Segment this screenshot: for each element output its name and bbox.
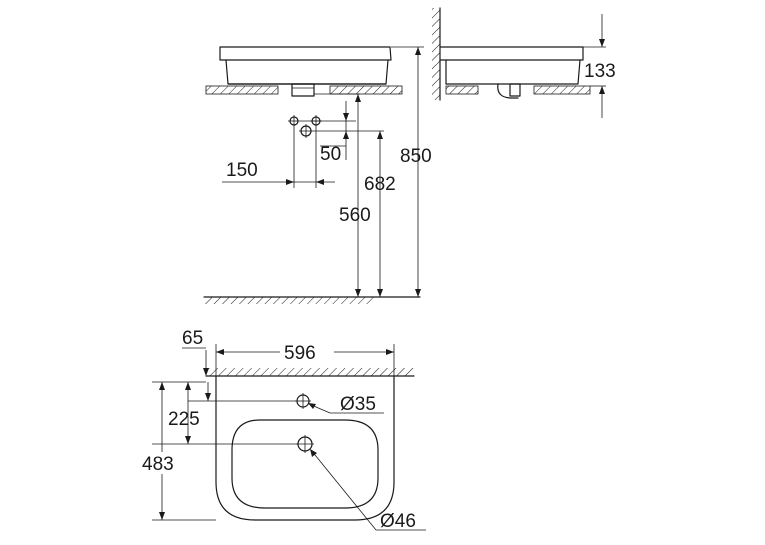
dimension-50-label: 50: [320, 144, 341, 165]
dimension-50: 50: [320, 101, 349, 165]
dimension-225-label: 225: [168, 409, 200, 430]
dimension-65: 65: [182, 328, 209, 376]
dimension-65-label: 65: [182, 328, 203, 349]
dimension-150: 150: [222, 160, 335, 185]
dimension-dia35-label: Ø35: [340, 394, 376, 415]
dimension-850-label: 850: [400, 146, 432, 167]
dimension-596-label: 596: [284, 343, 316, 364]
dimension-560-label: 560: [339, 205, 371, 226]
front-elevation-view: [203, 46, 424, 304]
dimension-682: 682: [364, 131, 396, 297]
dimension-483-label: 483: [142, 454, 174, 475]
plan-view: [152, 368, 415, 521]
dimension-dia46-label: Ø46: [380, 511, 416, 532]
dimension-dia46: Ø46: [310, 449, 426, 532]
dimension-150-label: 150: [226, 160, 258, 181]
side-elevation-view: [432, 7, 606, 101]
dimension-596: 596: [215, 340, 395, 376]
dimension-133-label: 133: [584, 61, 616, 82]
dimension-560: 560: [339, 94, 371, 297]
dimension-850: 850: [400, 47, 432, 297]
dimension-133: 133: [584, 14, 616, 118]
dimension-483: 483: [140, 382, 184, 520]
dimension-dia35: Ø35: [308, 394, 384, 415]
dimension-225: 225: [168, 382, 211, 444]
dimension-682-label: 682: [364, 174, 396, 195]
